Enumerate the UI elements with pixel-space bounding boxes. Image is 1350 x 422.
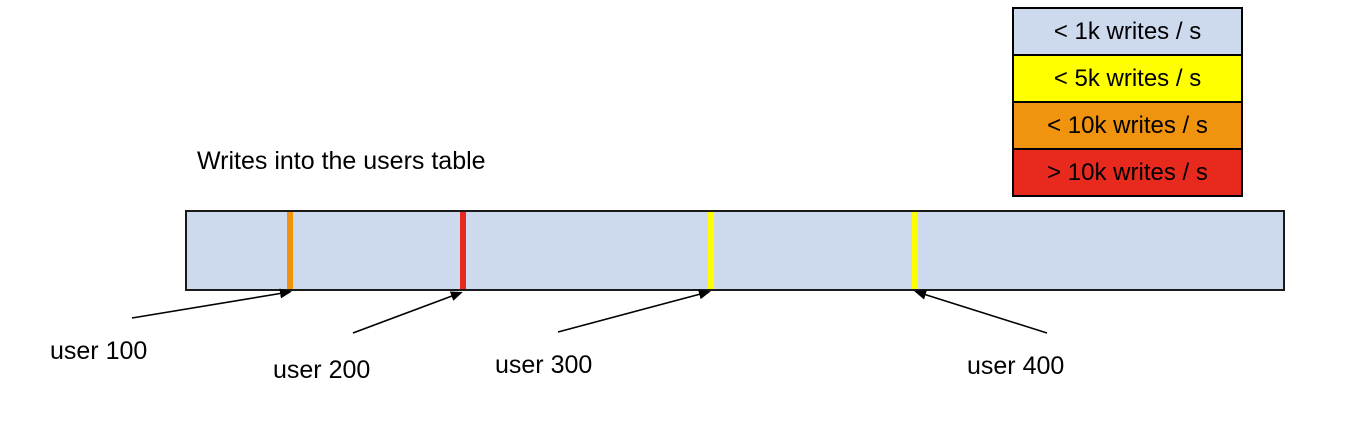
diagram-title: Writes into the users table <box>197 147 486 175</box>
legend: < 1k writes / s< 5k writes / s< 10k writ… <box>1012 7 1243 197</box>
arrow <box>914 289 1048 334</box>
legend-row: < 10k writes / s <box>1012 101 1243 150</box>
write-rate-tick <box>708 212 714 289</box>
user-label: user 100 <box>50 337 148 365</box>
user-label: user 400 <box>967 352 1065 380</box>
write-rate-tick <box>912 212 918 289</box>
users-table-bar <box>185 210 1285 291</box>
arrow <box>131 288 292 319</box>
legend-row: > 10k writes / s <box>1012 148 1243 197</box>
arrow <box>352 291 463 334</box>
write-rate-tick <box>460 212 466 289</box>
user-label: user 300 <box>495 351 593 379</box>
user-label: user 200 <box>273 356 371 384</box>
write-rate-tick <box>287 212 293 289</box>
legend-row: < 1k writes / s <box>1012 7 1243 56</box>
legend-row: < 5k writes / s <box>1012 54 1243 103</box>
arrow <box>557 289 711 333</box>
